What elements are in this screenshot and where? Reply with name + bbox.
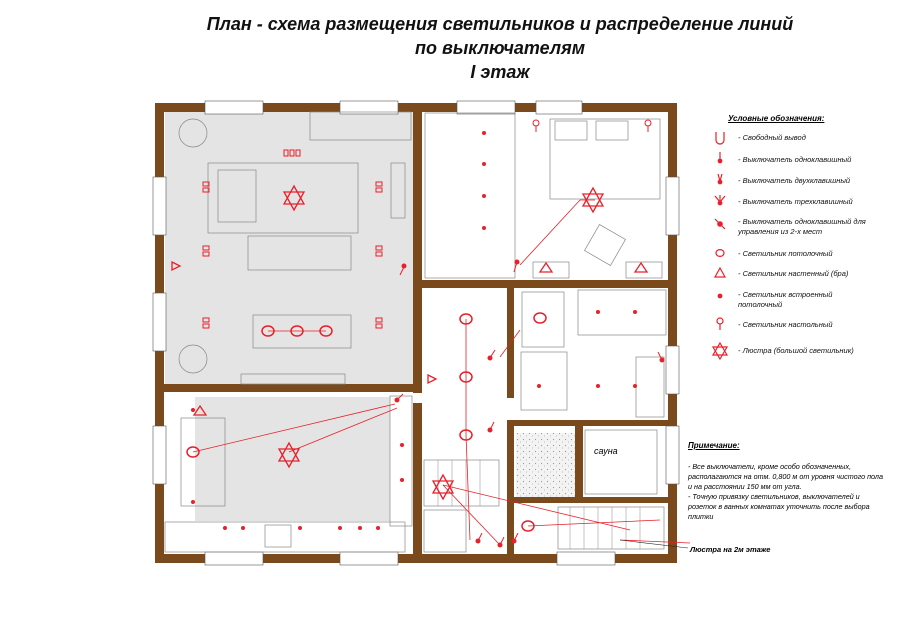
sauna-anteroom-floor	[516, 433, 575, 497]
wall-lights	[171, 260, 649, 416]
chandeliers	[277, 184, 605, 501]
legend-heading: Условные обозначения:	[728, 114, 825, 123]
free-outlet-icon	[715, 132, 725, 145]
triple-switch-icon	[714, 195, 726, 206]
notes-heading: Примечание:	[688, 441, 740, 450]
sconce-pairs	[202, 149, 383, 329]
legend-item-wall-light: - Светильник настенный (бра)	[738, 269, 849, 278]
legend-item-table-lamp: - Светильник настольный	[738, 320, 833, 329]
wall-light-icon	[713, 266, 727, 278]
note-line-1: - Все выключатели, кроме особо обозначен…	[688, 462, 883, 491]
chandelier-callout: Люстра на 2м этаже	[690, 545, 771, 554]
legend-item-single-switch: - Выключатель одноклавишный	[738, 155, 852, 164]
kitchen-floor	[195, 397, 390, 521]
recessed-light-icon	[717, 293, 723, 299]
ceiling-lights	[186, 312, 547, 532]
legend-symbols	[711, 132, 729, 361]
table-lamp-icon	[716, 317, 724, 330]
recessed-lights	[191, 131, 637, 530]
ceiling-light-icon	[715, 249, 725, 258]
legend-item-recessed-light: - Светильник встроенный потолочный	[738, 290, 833, 309]
chandelier-icon	[711, 341, 729, 361]
living-room-floor	[165, 112, 413, 384]
double-switch-icon	[717, 173, 723, 185]
plan-title-line-1: План - схема размещения светильников и р…	[206, 14, 794, 34]
legend-item-chandelier: - Люстра (большой светильник)	[738, 346, 854, 355]
two-way-switch-icon	[714, 218, 726, 230]
legend-item-ceiling-light: - Светильник потолочный	[738, 249, 833, 258]
legend-item-triple-switch: - Выключатель трехклавишный	[738, 197, 853, 206]
legend-item-two-way-switch: - Выключатель одноклавишный для управлен…	[738, 217, 866, 236]
legend-item-free-outlet: - Свободный вывод	[738, 133, 806, 142]
windows	[152, 100, 680, 566]
table-lamps	[532, 119, 652, 132]
single-switch-icon	[717, 152, 723, 164]
plan-title-line-2: по выключателям	[414, 38, 586, 58]
note-line-2: - Точную привязку светильников, выключат…	[688, 492, 870, 521]
callout-leader	[619, 539, 689, 549]
sauna-label: сауна	[594, 446, 618, 456]
wiring-lines	[192, 199, 691, 546]
plan-title-line-3: I этаж	[470, 62, 530, 82]
legend-item-double-switch: - Выключатель двухклавишный	[738, 176, 851, 185]
switches	[394, 259, 665, 548]
